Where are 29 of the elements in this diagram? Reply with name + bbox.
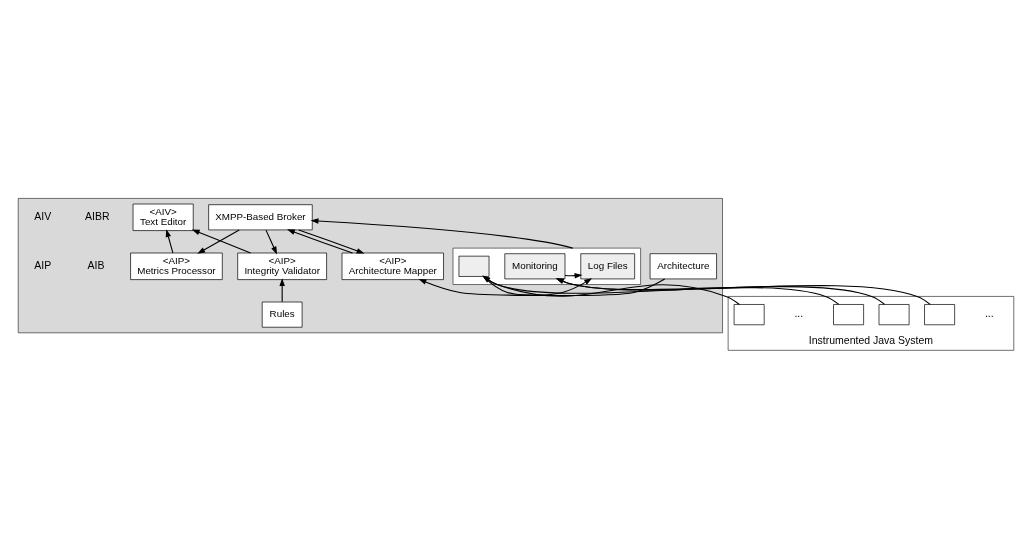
node-box [733,303,765,325]
arrow [286,228,353,254]
label: AIB [86,258,104,271]
arrow [191,229,251,254]
label: AIBR [84,209,110,222]
node-box: XMPP-Based Broker [207,203,313,230]
arrow [297,228,364,254]
node-box: Rules [261,301,302,328]
node-box: Log Files [579,252,635,279]
label: ... [793,306,803,319]
node-box [923,303,955,325]
label: AIV [33,209,51,222]
arrow [310,217,573,249]
arrow [264,229,277,254]
node-box [458,255,489,277]
node-box: Architecture [649,252,717,279]
node-box [832,303,864,325]
label: AIP [33,258,51,271]
node-box: <AIV> Text Editor [132,203,194,231]
arrow [165,228,173,253]
node-box: <AIP> Architecture Mapper [341,252,444,280]
node-box: Monitoring [503,252,565,279]
node-box: <AIP> Integrity Validator [236,252,327,280]
cluster [17,197,723,333]
arrow [196,229,240,254]
node-box: <AIP> Metrics Processor [129,252,223,280]
arrow [418,277,665,296]
node-box [878,303,909,325]
label: ... [984,306,994,319]
